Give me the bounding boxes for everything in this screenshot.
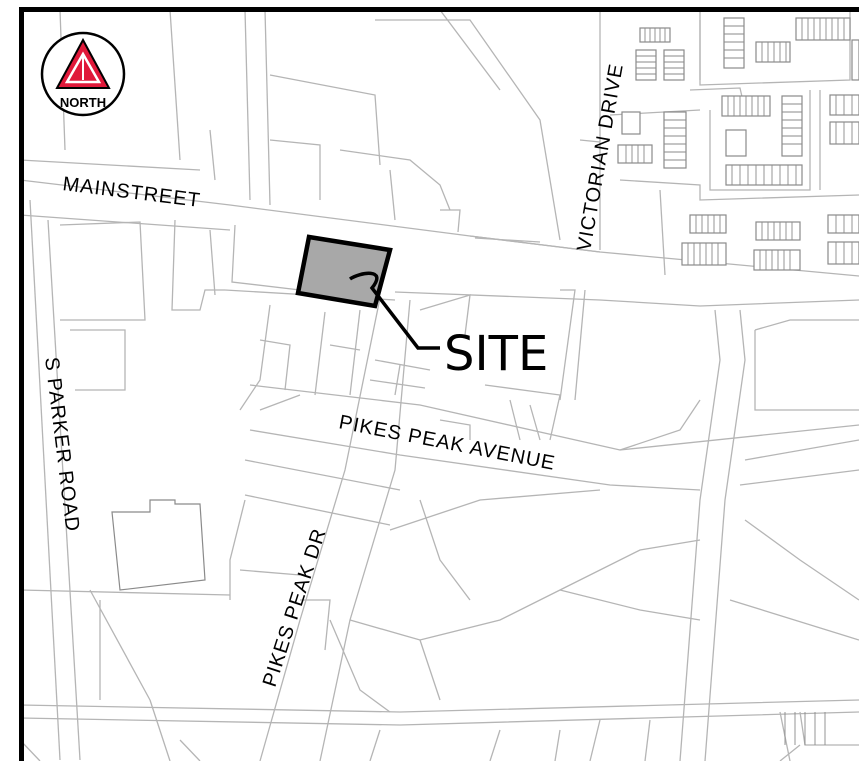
mainstreet-label: MAINSTREET: [61, 173, 202, 212]
map-frame: [19, 7, 859, 761]
site-label: SITE: [444, 326, 548, 382]
site-leader-line: [348, 271, 440, 350]
parking-stalls: [111, 17, 859, 745]
pikes-peak-dr-label: PIKES PEAK DR: [259, 526, 331, 690]
parcel-lines: [19, 9, 859, 761]
north-arrow-icon: NORTH: [40, 31, 126, 117]
north-label: NORTH: [60, 95, 106, 110]
site-parcel: [295, 234, 393, 309]
site-marker: SITE: [295, 234, 548, 382]
